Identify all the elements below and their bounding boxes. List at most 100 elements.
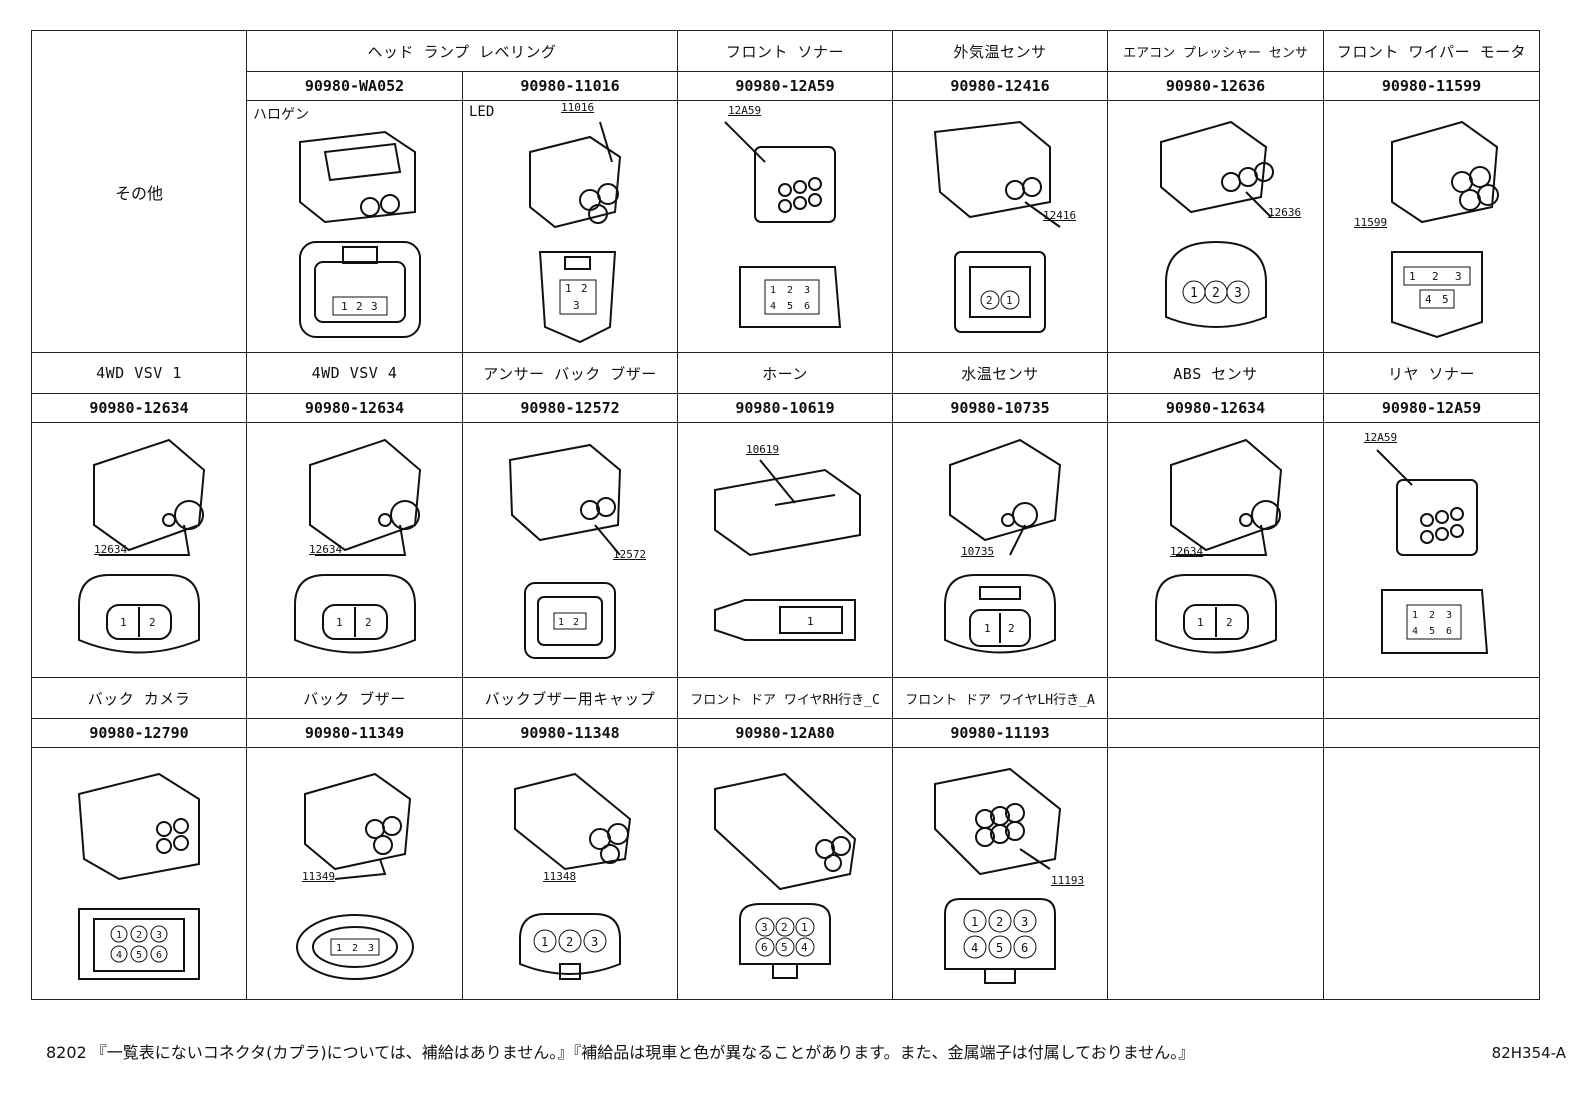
connector-name: バック カメラ — [31, 677, 247, 719]
callout-label: 11349 — [302, 870, 336, 883]
halogen-tag: ハロゲン — [253, 107, 309, 123]
pin-label: 2 — [1429, 610, 1435, 621]
pin-label: 2 — [365, 616, 372, 629]
connector-drawing-11348: 11348 1 2 3 — [462, 747, 678, 1000]
callout-label: 12572 — [613, 548, 647, 561]
part-number: 90980-WA052 — [246, 71, 463, 101]
pin-label: 6 — [1021, 941, 1028, 955]
pin-label: 3 — [371, 300, 378, 313]
connector-illustration-icon: 1 2 3 — [514, 772, 632, 980]
connector-name: ホーン — [677, 352, 893, 394]
part-number: 90980-12634 — [246, 393, 463, 423]
pin-label: 1 — [1409, 270, 1416, 283]
connector-illustration-icon: 1 — [714, 459, 861, 641]
connector-name: リヤ ソナー — [1323, 352, 1540, 394]
connector-drawing-12790: 1 2 3 4 5 6 — [31, 747, 247, 1000]
pin-label: 2 — [356, 300, 363, 313]
pin-label: 1 — [801, 921, 808, 934]
pin-label: 5 — [996, 941, 1003, 955]
connector-name: アンサー バック ブザー — [462, 352, 678, 394]
connector-drawing-12a80: 3 2 1 6 5 4 — [677, 747, 893, 1000]
pin-label: 2 — [1212, 286, 1220, 301]
connector-name: ABS センサ — [1107, 352, 1324, 394]
connector-drawing-10619: 10619 1 — [677, 422, 893, 678]
connector-drawing-12572: 12572 1 2 — [462, 422, 678, 678]
pin-label: 4 — [116, 950, 122, 961]
headlamp-leveling-label: ヘッド ランプ レベリング — [246, 30, 678, 72]
connector-illustration-icon: 1 2 3 4 5 6 — [1375, 449, 1488, 654]
connector-name — [1107, 677, 1324, 719]
pin-label: 2 — [581, 282, 588, 295]
pin-label: 1 — [807, 615, 814, 628]
pin-label: 6 — [804, 301, 810, 312]
part-number: 90980-11193 — [892, 718, 1108, 748]
callout-label: 11348 — [543, 870, 577, 883]
callout-label: 11193 — [1051, 874, 1085, 887]
connector-name: フロント ワイパー モータ — [1323, 30, 1540, 72]
callout-label: 10735 — [961, 545, 995, 558]
connector-illustration-icon: 1 2 — [944, 438, 1062, 654]
part-number: 90980-12A59 — [677, 71, 893, 101]
pin-label: 2 — [787, 285, 793, 296]
pin-label: 1 — [336, 616, 343, 629]
pin-label: 1 — [341, 300, 348, 313]
part-number: 90980-12572 — [462, 393, 678, 423]
connector-drawing-12a59-rear: 12A59 1 2 3 4 5 6 — [1323, 422, 1540, 678]
part-number — [1107, 718, 1324, 748]
pin-label: 2 — [566, 935, 573, 949]
pin-label: 5 — [1429, 626, 1435, 637]
pin-label: 1 — [1006, 294, 1013, 307]
pin-label: 3 — [1455, 270, 1462, 283]
connector-illustration-icon: 1 2 3 — [529, 121, 622, 343]
connector-drawing-11349: 11349 1 2 3 — [246, 747, 463, 1000]
connector-illustration-icon: 3 2 1 6 5 4 — [714, 772, 857, 979]
pin-label: 2 — [1226, 616, 1233, 629]
connector-drawing-abs: 12634 1 2 — [1107, 422, 1324, 678]
connector-drawing-wa052: ハロゲン 1 2 3 — [246, 100, 463, 353]
pin-label: 3 — [368, 943, 374, 954]
callout-label: 12634 — [309, 543, 343, 556]
part-number: 90980-12634 — [1107, 393, 1324, 423]
pin-label: 4 — [971, 941, 978, 955]
connector-illustration-icon: 1 2 3 4 5 — [1390, 120, 1499, 338]
pin-label: 1 — [1412, 610, 1418, 621]
part-number: 90980-12636 — [1107, 71, 1324, 101]
pin-label: 1 — [120, 616, 127, 629]
connector-illustration-icon: 1 2 — [508, 443, 622, 659]
pin-label: 1 — [336, 943, 342, 954]
connector-illustration-icon: 1 2 3 4 5 6 — [724, 120, 842, 328]
pin-label: 1 — [1197, 616, 1204, 629]
callout-label: 10619 — [746, 443, 780, 456]
callout-label: 12416 — [1043, 209, 1077, 222]
connector-name: バックブザー用キャップ — [462, 677, 678, 719]
pin-label: 2 — [136, 930, 142, 941]
part-number: 90980-12416 — [892, 71, 1108, 101]
pin-label: 3 — [156, 930, 162, 941]
callout-label: 11016 — [561, 101, 595, 115]
pin-label: 5 — [781, 941, 788, 954]
connector-name: フロント ドア ワイヤLH行き_A — [892, 677, 1108, 719]
pin-label: 6 — [156, 950, 162, 961]
connector-name: 4WD VSV 1 — [31, 352, 247, 394]
pin-label: 2 — [781, 921, 788, 934]
pin-label: 4 — [1412, 626, 1418, 637]
connector-illustration-icon: 1 2 3 4 5 6 — [934, 767, 1062, 984]
callout-label: 12A59 — [1364, 431, 1398, 444]
empty-cell — [1107, 747, 1324, 1000]
pin-label: 4 — [1425, 293, 1432, 306]
connector-name: 外気温センサ — [892, 30, 1108, 72]
connector-drawing-12636: 12636 1 2 3 — [1107, 100, 1324, 353]
connector-drawing-vsv1: 12634 1 2 — [31, 422, 247, 678]
connector-name: 水温センサ — [892, 352, 1108, 394]
part-number: 90980-12634 — [31, 393, 247, 423]
pin-label: 3 — [1021, 915, 1028, 929]
connector-name: バック ブザー — [246, 677, 463, 719]
pin-label: 1 — [984, 622, 991, 635]
footer-note: 8202『一覧表にないコネクタ(カプラ)については、補給はありません。』『補給品… — [46, 1039, 1194, 1063]
connector-drawing-11599: 11599 1 2 3 4 5 — [1323, 100, 1540, 353]
connector-illustration-icon: 1 2 — [293, 438, 421, 654]
connector-table: その他 ヘッド ランプ レベリング フロント ソナー 外気温センサ エアコン プ… — [31, 30, 1540, 1000]
part-number: 90980-12790 — [31, 718, 247, 748]
connector-illustration-icon: 1 2 — [1154, 438, 1282, 654]
